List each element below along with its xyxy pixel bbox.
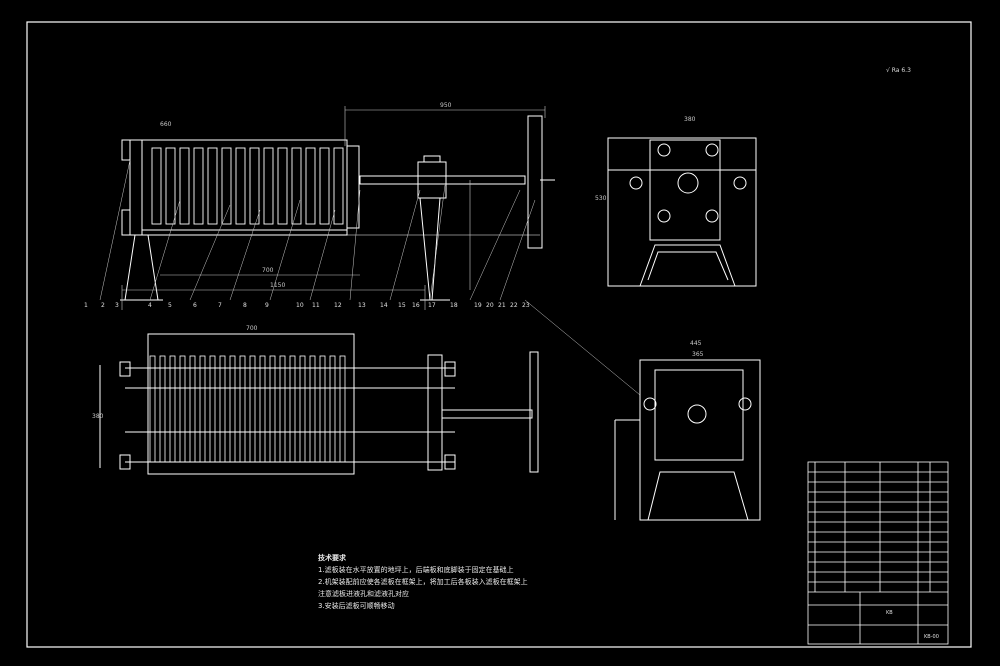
svg-text:23: 23 (522, 302, 530, 309)
drawing-number: KB-00 (924, 634, 939, 640)
plan-view (99, 333, 539, 475)
svg-text:19: 19 (474, 302, 482, 309)
svg-text:20: 20 (486, 302, 494, 309)
notes-heading: 技术要求 (318, 554, 346, 562)
filter-plates (151, 147, 344, 225)
svg-text:11: 11 (312, 302, 320, 309)
svg-text:3: 3 (115, 302, 119, 309)
note-line-1: 1.滤板装在水平放置的地坪上，后端板和底脚装于固定在基础上 (318, 566, 514, 574)
title-company: KB (886, 610, 893, 616)
svg-text:14: 14 (380, 302, 388, 309)
dim-side-530: 530 (595, 195, 607, 202)
svg-text:15: 15 (398, 302, 406, 309)
front-dimension-text: 950 700 1150 660 (160, 102, 452, 289)
svg-text:16: 16 (412, 302, 420, 309)
svg-text:9: 9 (265, 302, 269, 309)
svg-text:1: 1 (84, 302, 88, 309)
technical-requirements: 技术要求 1.滤板装在水平放置的地坪上，后端板和底脚装于固定在基础上 2.机架装… (318, 552, 578, 612)
dim-660: 660 (160, 121, 172, 128)
note-line-3: 注意滤板进液孔和滤液孔对应 (318, 590, 409, 598)
side-view-bottom (614, 359, 761, 521)
svg-text:7: 7 (218, 302, 222, 309)
title-block (807, 461, 949, 645)
svg-text:6: 6 (193, 302, 197, 309)
side-bottom-dims: 445 365 (690, 340, 704, 358)
note-line-2: 2.机架装配前应使各滤板在框架上，将加工后各板装入滤板在框架上 (318, 578, 528, 586)
svg-text:22: 22 (510, 302, 518, 309)
sheet-border (26, 21, 972, 648)
svg-text:13: 13 (358, 302, 366, 309)
balloon-leaders (99, 159, 641, 396)
svg-text:21: 21 (498, 302, 506, 309)
svg-text:10: 10 (296, 302, 304, 309)
front-view (120, 115, 555, 301)
dim-side-380: 380 (684, 116, 696, 123)
dim-plan-380: 380 (92, 413, 104, 420)
dim-1150: 1150 (270, 282, 285, 289)
note-line-4: 3.安装后滤板可顺畅移动 (318, 602, 395, 610)
plan-plates (149, 355, 346, 463)
side-top-dims: 380 530 (595, 116, 696, 202)
dim-plan-700: 700 (246, 325, 258, 332)
dim-700: 700 (262, 267, 274, 274)
svg-text:12: 12 (334, 302, 342, 309)
side-view-top (607, 137, 757, 287)
front-dimensions (121, 106, 546, 310)
svg-text:2: 2 (101, 302, 105, 309)
svg-text:5: 5 (168, 302, 172, 309)
dim-side-445: 445 (690, 340, 702, 347)
dim-950: 950 (440, 102, 452, 109)
surface-roughness-symbol: √ Ra 6.3 (886, 67, 911, 74)
title-block-text: KB-00 KB (886, 610, 939, 640)
svg-text:4: 4 (148, 302, 152, 309)
dim-side-365: 365 (692, 351, 704, 358)
plan-dim-text: 700 380 (92, 325, 258, 420)
svg-text:8: 8 (243, 302, 247, 309)
svg-text:17: 17 (428, 302, 436, 309)
svg-text:18: 18 (450, 302, 458, 309)
